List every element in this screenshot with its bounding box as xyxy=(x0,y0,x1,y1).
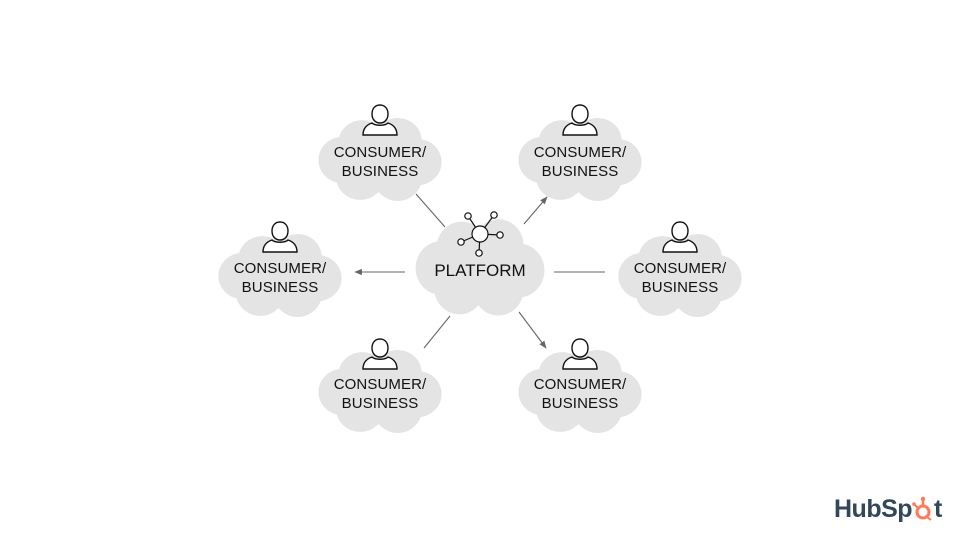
node-label-line1: CONSUMER/ xyxy=(233,260,327,277)
logo-text-right: t xyxy=(934,494,942,523)
node-label-line2: BUSINESS xyxy=(341,395,419,412)
node-label-bottom-left: CONSUMER/BUSINESS xyxy=(320,375,440,413)
node-label-line1: CONSUMER/ xyxy=(633,260,727,277)
node-label-line1: CONSUMER/ xyxy=(333,376,427,393)
edge-top-left xyxy=(415,193,446,228)
logo-text-left: HubSp xyxy=(834,494,913,523)
node-label-line2: BUSINESS xyxy=(241,279,319,296)
node-label-bottom-right: CONSUMER/BUSINESS xyxy=(520,375,640,413)
node-label-line1: CONSUMER/ xyxy=(333,144,427,161)
node-label-top-left: CONSUMER/BUSINESS xyxy=(320,143,440,181)
node-label-line2: BUSINESS xyxy=(541,395,619,412)
network-hub-icon xyxy=(457,211,504,257)
node-label-middle-left: CONSUMER/BUSINESS xyxy=(220,259,340,297)
node-label-middle-right: CONSUMER/BUSINESS xyxy=(620,259,740,297)
edge-bottom-right xyxy=(518,311,547,349)
edge-top-right xyxy=(523,196,548,225)
node-label-line2: BUSINESS xyxy=(641,279,719,296)
node-label-line1: CONSUMER/ xyxy=(533,376,627,393)
platform-label: PLATFORM xyxy=(434,261,526,280)
sprocket-icon xyxy=(912,496,932,521)
edge-bottom-left xyxy=(423,315,451,349)
node-label-top-right: CONSUMER/BUSINESS xyxy=(520,143,640,181)
node-label-line2: BUSINESS xyxy=(341,163,419,180)
node-label-line2: BUSINESS xyxy=(541,163,619,180)
node-label-line1: CONSUMER/ xyxy=(533,144,627,161)
edges xyxy=(354,193,605,349)
hubspot-logo: HubSp t xyxy=(834,494,942,524)
